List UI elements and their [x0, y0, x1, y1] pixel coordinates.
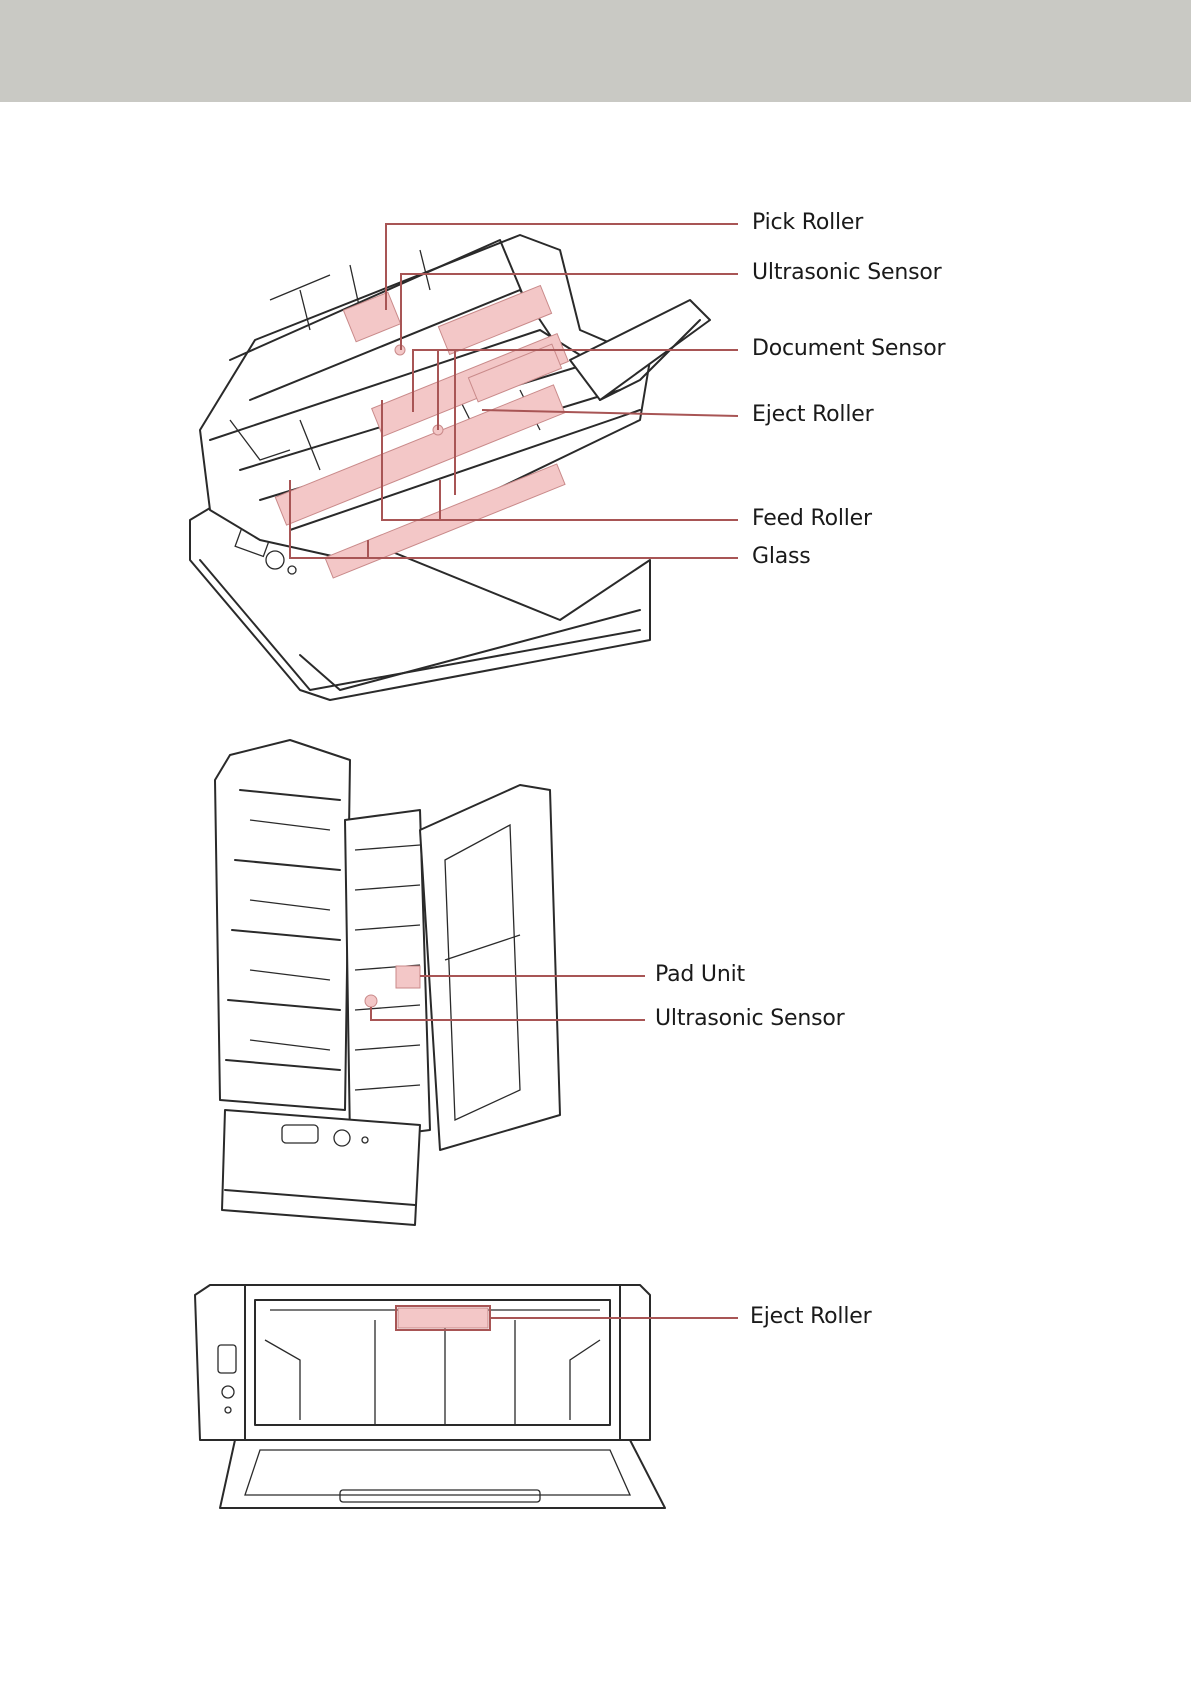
- label-eject-roller-front: Eject Roller: [750, 1304, 871, 1329]
